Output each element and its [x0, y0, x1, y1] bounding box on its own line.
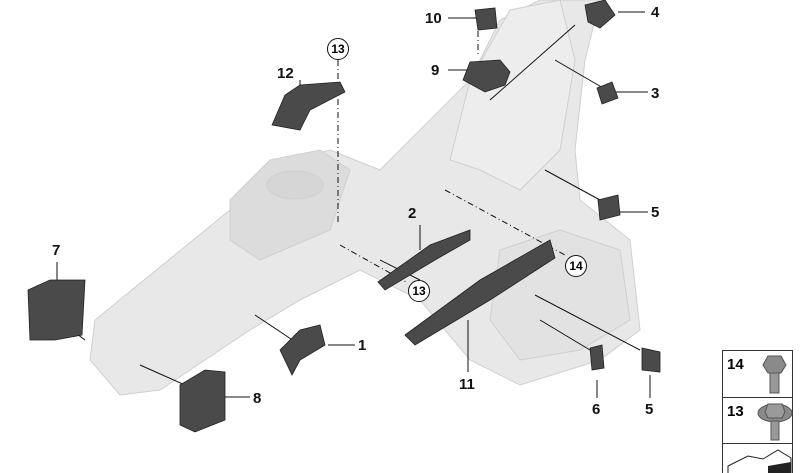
- part-10: [474, 7, 498, 31]
- callout-6: 6: [592, 401, 601, 418]
- circled-callout-14: 14: [565, 255, 587, 277]
- part-2: [377, 229, 471, 291]
- legend-item-14: 14: [722, 350, 793, 398]
- legend-item-symbol: [722, 443, 793, 473]
- callout-5: 5: [651, 204, 660, 221]
- body-frame: [89, 0, 641, 396]
- callout-10: 10: [425, 10, 442, 27]
- legend-label: 14: [727, 356, 744, 373]
- circled-callout-13-lower: 13: [408, 280, 430, 302]
- callout-8: 8: [253, 390, 262, 407]
- part-5a: [597, 194, 621, 221]
- callout-12: 12: [277, 65, 294, 82]
- part-12: [271, 81, 346, 131]
- part-5b: [641, 347, 661, 373]
- legend-label: 13: [727, 403, 744, 420]
- callout-9: 9: [431, 62, 440, 79]
- callout-11: 11: [459, 376, 475, 393]
- part-6: [589, 344, 605, 371]
- part-9: [462, 59, 511, 93]
- parts: [27, 0, 661, 433]
- part-7: [27, 279, 86, 341]
- callout-7: 7: [52, 242, 61, 259]
- callout-5-lower: 5: [645, 401, 654, 418]
- part-14-rail: [404, 239, 556, 346]
- part-4: [584, 0, 616, 29]
- part-1: [279, 324, 326, 376]
- callout-4: 4: [651, 4, 660, 21]
- callout-2: 2: [408, 205, 417, 222]
- callout-1: 1: [358, 337, 367, 354]
- circled-callout-13: 13: [327, 38, 349, 60]
- part-8: [179, 369, 226, 433]
- legend-item-13: 13: [722, 397, 793, 444]
- part-symbol-icon: [727, 449, 792, 473]
- washer-bolt-icon: [757, 403, 793, 441]
- callout-3: 3: [651, 85, 660, 102]
- flange-bolt-icon: [762, 355, 787, 394]
- part-3: [596, 81, 619, 105]
